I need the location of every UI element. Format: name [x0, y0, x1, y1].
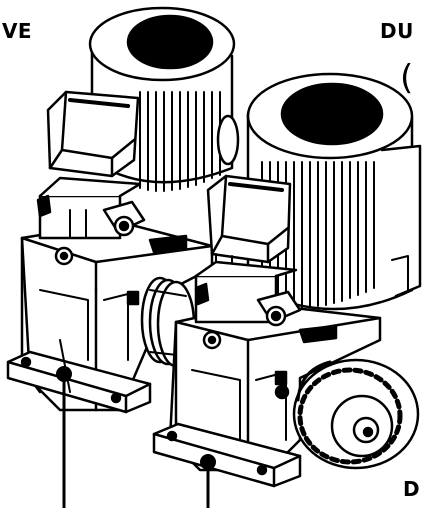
right-terminal-box: [206, 174, 292, 301]
right-gearbox: [152, 260, 382, 488]
caption-right-paren: (: [400, 58, 414, 98]
caption-left-fragment: IVE: [0, 19, 33, 43]
left-drive-unit: [6, 6, 240, 510]
left-gearbox: [6, 176, 214, 414]
left-terminal-box: [46, 90, 140, 178]
right-drive-unit: [152, 72, 422, 510]
caption-bottom-right-fragment: D: [403, 477, 421, 501]
drive-sprocket: [292, 358, 420, 470]
caption-right-fragment: DU: [380, 19, 414, 43]
